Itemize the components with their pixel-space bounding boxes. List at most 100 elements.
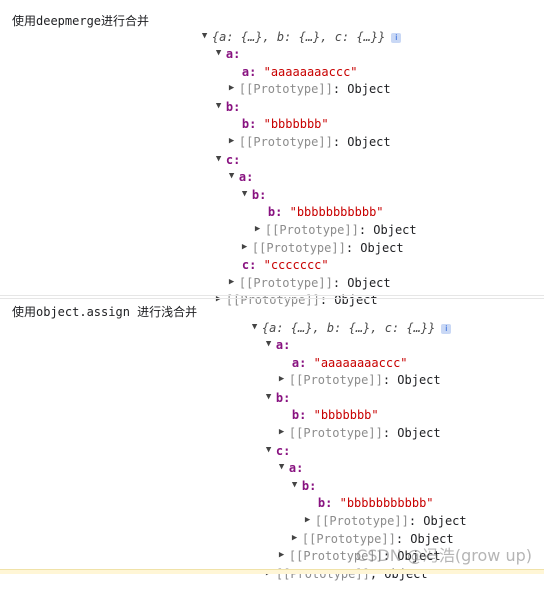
property-key: c: xyxy=(275,444,291,458)
triangle-right-icon[interactable]: ▶ xyxy=(304,515,311,525)
prototype-value: : Object xyxy=(319,293,378,307)
triangle-right-icon[interactable]: ▶ xyxy=(228,136,235,146)
triangle-down-icon[interactable]: ▼ xyxy=(215,101,222,111)
prototype-value: : Object xyxy=(358,223,417,237)
triangle-right-icon[interactable]: ▶ xyxy=(278,374,285,384)
prototype-key: [[Prototype]] xyxy=(288,373,383,387)
prototype-row[interactable]: ▶[[Prototype]]: Object xyxy=(200,64,391,96)
property-key: c: xyxy=(241,258,257,272)
object-summary-row[interactable]: ▼{a: {…}, b: {…}, c: {…}}i xyxy=(173,12,402,44)
prototype-row[interactable]: ▶[[Prototype]]: Object xyxy=(200,117,391,149)
prototype-row[interactable]: ▶[[Prototype]]: Object xyxy=(213,223,404,255)
prototype-key: [[Prototype]] xyxy=(288,426,383,440)
property-row: b: "bbbbbbbbbbb" xyxy=(289,478,434,510)
message-divider xyxy=(0,295,544,296)
property-row: a: "aaaaaaaaccc" xyxy=(263,338,408,370)
property-key: a: xyxy=(225,47,241,61)
prototype-value: : Object xyxy=(382,549,441,563)
string-value: "ccccccc" xyxy=(263,258,329,272)
string-value: "aaaaaaaaccc" xyxy=(313,356,408,370)
prototype-value: : Object xyxy=(345,241,404,255)
devtools-console: { "log1": { "label": "使用deepmerge进行合并", … xyxy=(0,12,544,581)
info-icon[interactable]: i xyxy=(391,32,402,43)
prototype-value: : Object xyxy=(332,135,391,149)
prototype-key: [[Prototype]] xyxy=(301,532,396,546)
property-key: b: xyxy=(301,479,317,493)
info-icon[interactable]: i xyxy=(441,323,452,334)
property-row: a: "aaaaaaaaccc" xyxy=(213,47,358,79)
triangle-down-icon[interactable]: ▼ xyxy=(291,480,298,490)
prototype-row[interactable]: ▶[[Prototype]]: Object xyxy=(200,258,391,290)
triangle-down-icon[interactable]: ▼ xyxy=(215,48,222,58)
triangle-right-icon[interactable]: ▶ xyxy=(254,224,261,234)
prototype-key: [[Prototype]] xyxy=(225,293,320,307)
string-value: "bbbbbbbbbbb" xyxy=(289,205,384,219)
log-label: 使用deepmerge进行合并 xyxy=(12,14,150,28)
prototype-row[interactable]: ▶[[Prototype]]: Object xyxy=(250,355,441,387)
triangle-right-icon[interactable]: ▶ xyxy=(215,294,222,304)
property-key: a: xyxy=(288,461,304,475)
prototype-key: [[Prototype]] xyxy=(314,514,409,528)
property-key: a: xyxy=(291,356,307,370)
tree-node-c[interactable]: ▼c: xyxy=(237,426,290,458)
property-key: b: xyxy=(267,205,283,219)
triangle-right-icon[interactable]: ▶ xyxy=(278,427,285,437)
triangle-right-icon[interactable]: ▶ xyxy=(278,550,285,560)
prototype-key: [[Prototype]] xyxy=(251,241,346,255)
tree-node-a[interactable]: ▼a: xyxy=(187,29,240,61)
triangle-down-icon[interactable]: ▼ xyxy=(241,189,248,199)
prototype-key: [[Prototype]] xyxy=(238,82,333,96)
tree-node-c-a[interactable]: ▼a: xyxy=(200,152,253,184)
tree-node-b[interactable]: ▼b: xyxy=(187,82,240,114)
triangle-down-icon[interactable]: ▼ xyxy=(215,154,222,164)
triangle-down-icon[interactable]: ▼ xyxy=(265,392,272,402)
string-value: "bbbbbbbbbbb" xyxy=(339,496,434,510)
triangle-down-icon[interactable]: ▼ xyxy=(265,445,272,455)
triangle-right-icon[interactable]: ▶ xyxy=(291,533,298,543)
triangle-down-icon[interactable]: ▼ xyxy=(228,171,235,181)
prototype-row[interactable]: ▶[[Prototype]]: Object xyxy=(263,514,454,546)
object-summary-row[interactable]: ▼{a: {…}, b: {…}, c: {…}} i xyxy=(223,303,452,335)
property-key: b: xyxy=(317,496,333,510)
object-summary: {a: {…}, b: {…}, c: {…}} xyxy=(261,321,436,335)
triangle-down-icon[interactable]: ▼ xyxy=(201,31,208,41)
property-key: b: xyxy=(225,100,241,114)
prototype-row[interactable]: ▶[[Prototype]]: Object xyxy=(226,205,417,237)
string-value: "bbbbbbb" xyxy=(263,117,329,131)
property-key: a: xyxy=(238,170,254,184)
console-message-object-assign: 使用object.assign 进行浅合并 ▼{a: {…}, b: {…}, … xyxy=(0,298,544,581)
csdn-watermark: CSDN @冯浩(grow up) xyxy=(356,546,532,565)
tree-node-b[interactable]: ▼b: xyxy=(237,373,290,405)
prototype-row[interactable]: ▶[[Prototype]]: Object xyxy=(250,408,441,440)
property-row: b: "bbbbbbb" xyxy=(263,390,379,422)
prototype-key: [[Prototype]] xyxy=(238,276,333,290)
tree-node-a[interactable]: ▼a: xyxy=(237,320,290,352)
prototype-row[interactable]: ▶[[Prototype]]: Object xyxy=(250,531,441,563)
console-input-bar[interactable] xyxy=(0,569,544,574)
property-key: b: xyxy=(251,188,267,202)
triangle-right-icon[interactable]: ▶ xyxy=(241,242,248,252)
triangle-right-icon[interactable]: ▶ xyxy=(228,83,235,93)
prototype-row[interactable]: ▶[[Prototype]]: Object xyxy=(276,496,467,528)
property-key: a: xyxy=(241,65,257,79)
prototype-key: [[Prototype]] xyxy=(288,549,383,563)
tree-node-c-a[interactable]: ▼a: xyxy=(250,443,303,475)
log-label: 使用object.assign 进行浅合并 xyxy=(12,305,198,319)
prototype-row[interactable]: ▶[[Prototype]]: Object xyxy=(187,275,378,307)
property-key: c: xyxy=(225,153,241,167)
prototype-value: : Object xyxy=(408,514,467,528)
triangle-down-icon[interactable]: ▼ xyxy=(265,339,272,349)
prototype-value: : Object xyxy=(395,532,454,546)
property-row: b: "bbbbbbb" xyxy=(213,99,329,131)
tree-node-c[interactable]: ▼c: xyxy=(187,135,240,167)
prototype-value: : Object xyxy=(332,276,391,290)
string-value: "aaaaaaaaccc" xyxy=(263,65,358,79)
tree-node-c-a-b[interactable]: ▼b: xyxy=(263,461,316,493)
triangle-down-icon[interactable]: ▼ xyxy=(278,462,285,472)
property-key: b: xyxy=(291,408,307,422)
triangle-down-icon[interactable]: ▼ xyxy=(251,322,258,332)
tree-node-c-a-b[interactable]: ▼b: xyxy=(213,170,266,202)
prototype-value: : Object xyxy=(382,373,441,387)
triangle-right-icon[interactable]: ▶ xyxy=(228,277,235,287)
property-key: a: xyxy=(275,338,291,352)
